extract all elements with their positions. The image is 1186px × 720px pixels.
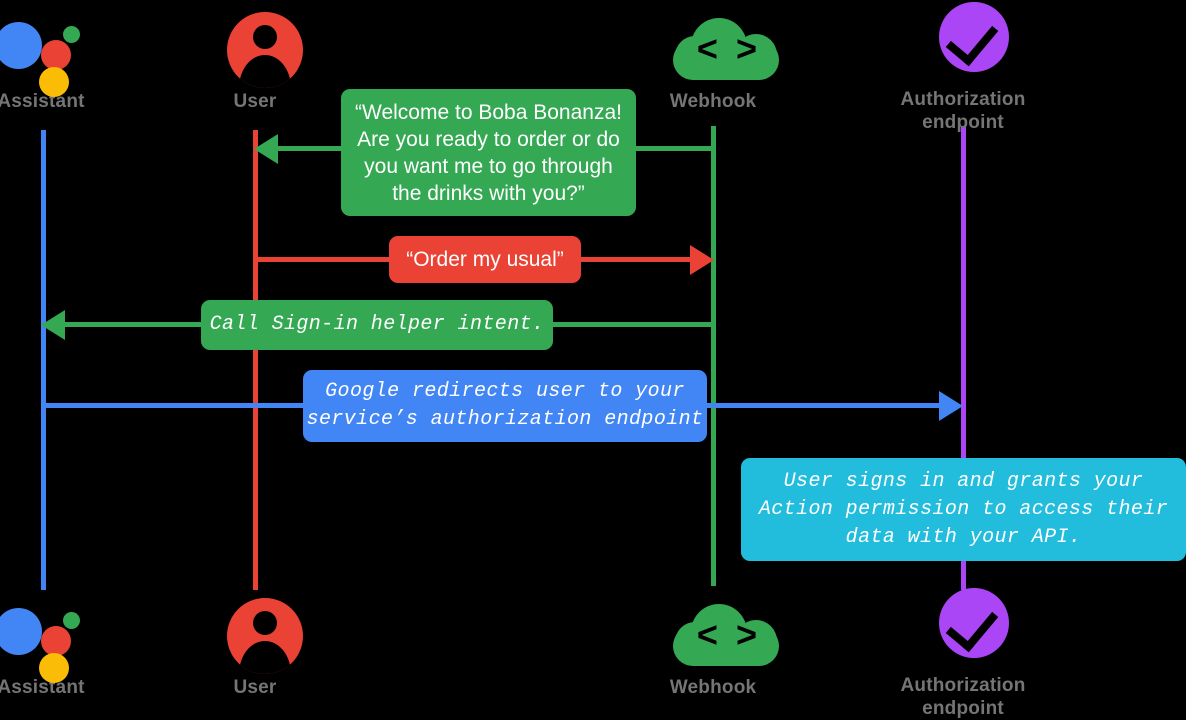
- lifeline-authorization: [961, 126, 966, 590]
- actor-webhook-bottom: < > Webhook: [613, 596, 813, 699]
- user-head-shape: [253, 611, 277, 635]
- google-assistant-icon: [0, 10, 91, 97]
- cloud-shape: < >: [673, 604, 779, 666]
- user-head-shape: [253, 25, 277, 49]
- message-box-order: “Order my usual”: [389, 236, 581, 283]
- message-text-welcome: “Welcome to Boba Bonanza! Are you ready …: [355, 100, 622, 205]
- arrow-head-welcome: [254, 134, 278, 164]
- user-avatar-icon-bottom: [205, 596, 305, 676]
- lifeline-assistant: [41, 130, 46, 590]
- checkmark-icon: [945, 11, 999, 67]
- cloud-bump-right: [735, 34, 777, 76]
- google-assistant-icon-bottom: [0, 596, 91, 683]
- message-box-redirect: Google redirects user to your service’s …: [303, 370, 707, 442]
- arrow-head-signin: [41, 310, 65, 340]
- user-body-shape: [239, 55, 291, 88]
- check-circle-icon: [913, 2, 1013, 82]
- message-text-user-signs-in: User signs in and grants your Action per…: [758, 469, 1169, 549]
- cloud-code-icon: < >: [663, 10, 779, 90]
- actor-label-webhook-bottom: Webhook: [669, 677, 757, 698]
- actor-label-webhook: Webhook: [669, 91, 757, 112]
- actor-authorization-top: Authorization endpoint: [863, 2, 1063, 134]
- actor-label-assistant: Assistant: [0, 91, 85, 112]
- message-box-user-signs-in: User signs in and grants your Action per…: [741, 458, 1186, 561]
- check-circle-shape: [939, 588, 1009, 658]
- user-body-shape: [239, 641, 291, 674]
- checkmark-icon: [945, 597, 999, 653]
- cloud-code-icon-bottom: < >: [663, 596, 779, 676]
- assistant-dot-yellow: [39, 67, 69, 97]
- cloud-bump-left: [675, 622, 715, 662]
- message-box-welcome: “Welcome to Boba Bonanza! Are you ready …: [341, 89, 636, 216]
- actor-label-assistant-bottom: Assistant: [0, 677, 85, 698]
- actor-label-user-bottom: User: [233, 677, 277, 698]
- actor-label-user: User: [233, 91, 277, 112]
- assistant-dot-green: [63, 612, 80, 629]
- cloud-bump-left: [675, 36, 715, 76]
- actor-assistant-top: Assistant: [0, 10, 141, 113]
- actor-user-bottom: User: [155, 596, 355, 699]
- assistant-dot-blue: [0, 608, 42, 655]
- arrow-head-redirect: [939, 391, 963, 421]
- arrow-head-order: [690, 245, 714, 275]
- lifeline-webhook: [711, 126, 716, 586]
- assistant-dot-red: [41, 40, 71, 70]
- assistant-dot-blue: [0, 22, 42, 69]
- cloud-shape: < >: [673, 18, 779, 80]
- code-brackets-icon: < >: [696, 31, 758, 72]
- code-brackets-icon: < >: [696, 617, 758, 658]
- actor-user-top: User: [155, 10, 355, 113]
- user-avatar-icon: [205, 10, 305, 90]
- message-text-order: “Order my usual”: [406, 248, 564, 271]
- actor-assistant-bottom: Assistant: [0, 596, 141, 699]
- actor-webhook-top: < > Webhook: [613, 10, 813, 113]
- actor-label-authorization-bottom: Authorization endpoint: [900, 675, 1026, 719]
- assistant-dot-yellow: [39, 653, 69, 683]
- cloud-bump-right: [735, 620, 777, 662]
- message-text-signin: Call Sign-in helper intent.: [209, 313, 545, 336]
- check-circle-icon-bottom: [913, 588, 1013, 668]
- user-avatar-circle: [227, 12, 303, 88]
- message-text-redirect: Google redirects user to your service’s …: [306, 380, 704, 431]
- assistant-dot-green: [63, 26, 80, 43]
- assistant-dot-red: [41, 626, 71, 656]
- actor-label-authorization: Authorization endpoint: [900, 89, 1026, 133]
- user-avatar-circle: [227, 598, 303, 674]
- actor-authorization-bottom: Authorization endpoint: [863, 588, 1063, 720]
- check-circle-shape: [939, 2, 1009, 72]
- lifeline-user: [253, 130, 258, 590]
- message-box-signin: Call Sign-in helper intent.: [201, 300, 553, 350]
